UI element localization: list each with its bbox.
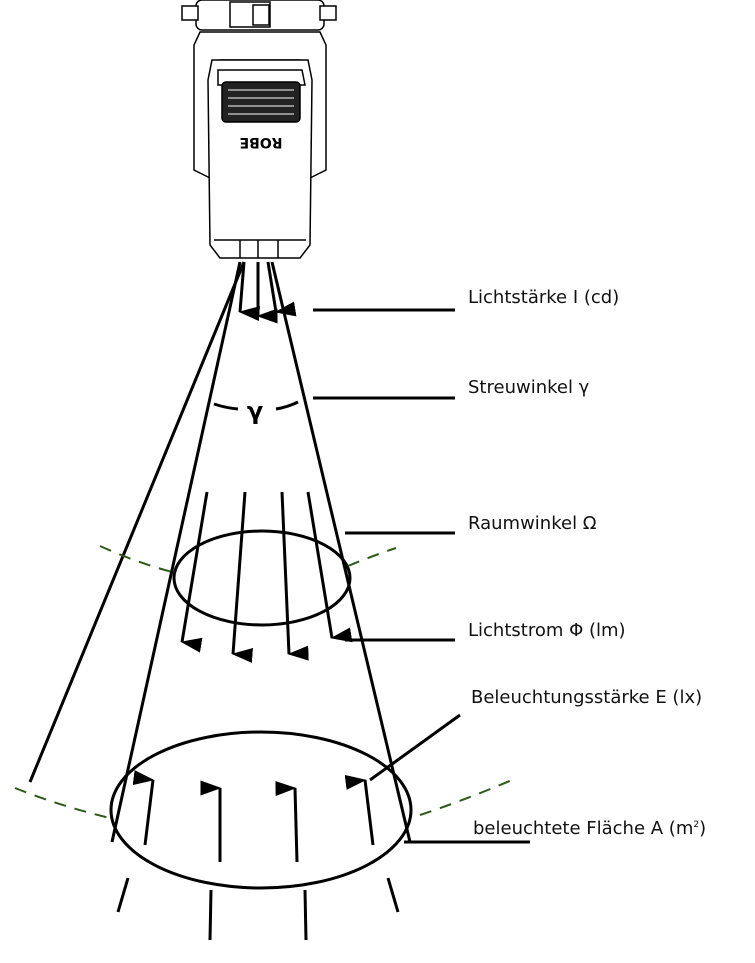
moving-head-fixture: ROBE [181, 0, 337, 259]
intensity-arrows [238, 261, 297, 324]
solid-angle-radius-line [28, 261, 246, 783]
label-luminous-intensity: Lichtstärke I (cd) [468, 287, 620, 308]
label-leader-lines [313, 308, 530, 844]
label-illuminated-area-text: beleuchtete Fläche A (m [473, 818, 694, 839]
robe-logo: ROBE [240, 134, 283, 150]
flux-arrows [180, 491, 353, 663]
label-luminous-flux: Lichtstrom Φ (lm) [468, 620, 626, 641]
cone-left-edge [110, 261, 242, 843]
label-solid-angle: Raumwinkel Ω [468, 513, 597, 534]
label-beam-angle: Streuwinkel γ [468, 377, 590, 398]
illuminated-area-ellipse [109, 730, 413, 890]
gamma-symbol: γ [247, 397, 263, 425]
cone-right-edge [270, 261, 412, 843]
label-illuminance: Beleuchtungsstärke E (lx) [471, 687, 703, 708]
illuminance-arrows [132, 770, 375, 863]
dashed-arc-lower-right [419, 779, 513, 816]
area-superscript: 2 [693, 820, 700, 830]
beam-angle-arc-right [275, 400, 299, 411]
area-tick-marks [116, 877, 400, 941]
dashed-arc-upper-right [347, 547, 397, 567]
dashed-arc-lower-left [14, 787, 111, 819]
solid-angle-ellipse [172, 529, 352, 627]
dashed-arc-upper-left [99, 545, 173, 573]
beam-angle-arc-left [213, 402, 239, 411]
label-illuminated-area: beleuchtete Fläche A (m2) [473, 818, 706, 839]
area-close-paren: ) [699, 818, 707, 839]
